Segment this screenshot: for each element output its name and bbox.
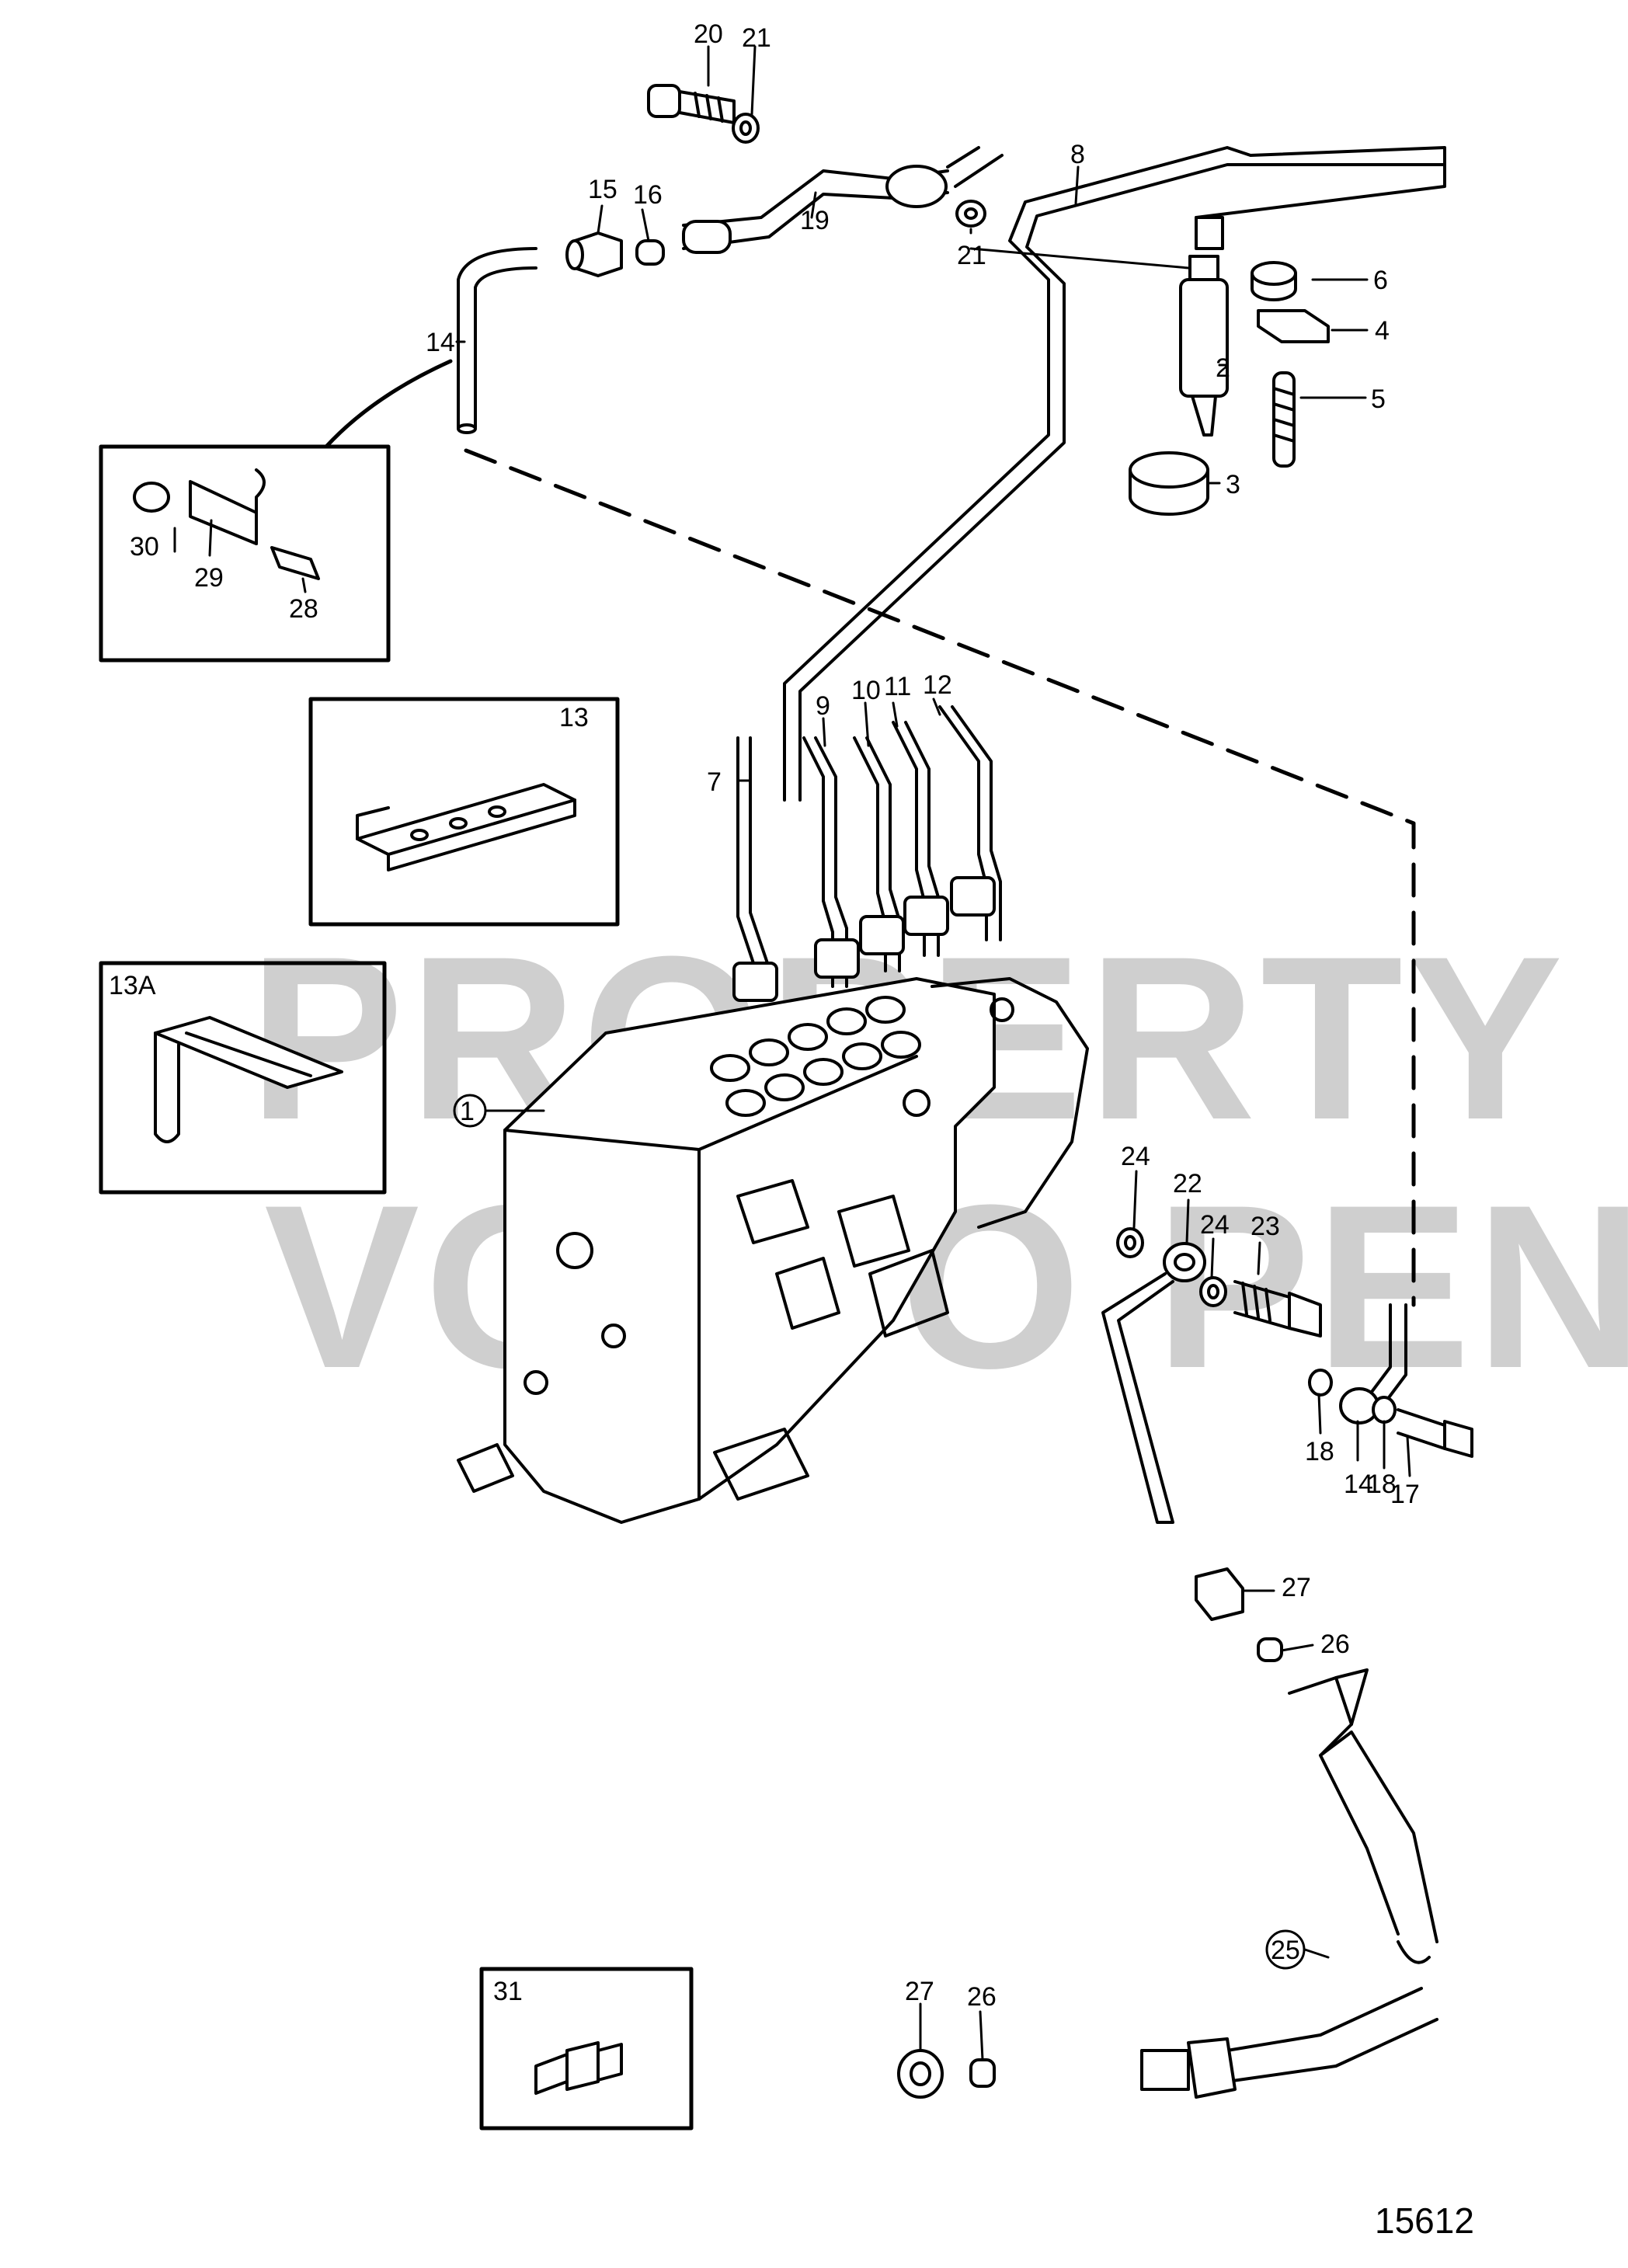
banjo-pipe-19: [682, 146, 1004, 254]
callout-24a: 24: [1121, 1142, 1150, 1171]
figure-number: 15612: [1375, 2200, 1474, 2241]
callout-17: 17: [1390, 1480, 1420, 1509]
washer-21-mid: [955, 200, 986, 228]
callout-14-top: 14: [426, 328, 455, 357]
callout-8: 8: [1070, 140, 1085, 169]
callout-25: 25: [1271, 1936, 1300, 1965]
bracket-13a: [154, 1016, 343, 1143]
inset-nipple-31: [479, 1967, 694, 2131]
inset-bracket-13a: [99, 961, 387, 1195]
callout-30: 30: [130, 532, 159, 562]
injection-pump-1: [457, 977, 1089, 1524]
injection-pipe-8: [783, 146, 1446, 802]
callout-27b: 27: [905, 1977, 934, 2006]
washer-21-top: [732, 113, 760, 144]
callout-18b: 18: [1367, 1470, 1397, 1499]
dashed-leader: [464, 448, 1416, 1307]
leak-off-pipe-14: [457, 247, 537, 434]
stud-5: [1272, 371, 1296, 468]
seal-3: [1129, 451, 1209, 516]
callout-27a: 27: [1282, 1573, 1311, 1602]
callout-15: 15: [588, 175, 617, 204]
callout-5: 5: [1371, 384, 1386, 414]
callout-2: 2: [1216, 353, 1230, 383]
callout-1: 1: [460, 1097, 475, 1126]
injector-2: [1179, 216, 1229, 437]
callout-28: 28: [289, 594, 318, 624]
nut-27a: [1195, 1567, 1244, 1621]
callout-29: 29: [194, 563, 224, 593]
callout-18a: 18: [1305, 1437, 1334, 1466]
nut-15: [565, 231, 623, 277]
injection-pipes-7-12: [732, 705, 1002, 1002]
bracket-13: [356, 783, 576, 871]
callout-labels: 1 2 3 4 5 6 7 8 9 10 11 12 13 13A 14 14 …: [109, 19, 1420, 2012]
callout-6: 6: [1373, 266, 1388, 295]
nut-6: [1251, 261, 1297, 301]
callout-20: 20: [694, 19, 723, 49]
inset-bracket-13: [308, 697, 620, 927]
callout-7: 7: [707, 767, 722, 797]
callout-4: 4: [1375, 316, 1390, 346]
olive-26a: [1257, 1637, 1283, 1662]
washer-18b: [1372, 1396, 1397, 1424]
callout-10: 10: [851, 676, 881, 705]
nipple-31: [534, 2041, 623, 2095]
clamp-4: [1257, 309, 1330, 343]
nut-27b: [897, 2049, 944, 2099]
inset-pointer: [324, 359, 453, 449]
callout-26b: 26: [967, 1982, 997, 2012]
callout-9: 9: [816, 691, 830, 721]
banjo-bolt-23: [1233, 1280, 1322, 1337]
callout-23: 23: [1251, 1212, 1280, 1241]
callout-leaders: [173, 45, 1411, 2061]
banjo-22: [1101, 1242, 1206, 1524]
inset-13-title: 13: [559, 703, 589, 732]
washer-24a: [1116, 1227, 1144, 1258]
clip-parts: [133, 468, 320, 580]
washer-24b: [1199, 1276, 1227, 1307]
callout-21-mid: 21: [957, 241, 986, 270]
callout-14-lower: 14: [1344, 1470, 1373, 1499]
washer-18a: [1308, 1369, 1333, 1397]
callout-16: 16: [633, 180, 663, 210]
inset-bracket-clip: [99, 444, 391, 663]
callout-26a: 26: [1320, 1630, 1350, 1659]
callout-22: 22: [1173, 1169, 1202, 1198]
callout-12: 12: [923, 670, 952, 700]
callout-21-top: 21: [742, 23, 771, 53]
callout-3: 3: [1226, 470, 1240, 499]
bolt-17: [1397, 1408, 1473, 1458]
inset-31-title: 31: [493, 1977, 523, 2006]
callout-24b: 24: [1200, 1210, 1230, 1240]
callout-1-circle: [453, 1094, 487, 1128]
olive-26b: [969, 2058, 996, 2088]
inset-13a-title: 13A: [109, 971, 156, 1000]
callout-19: 19: [800, 206, 830, 235]
olive-16: [635, 239, 665, 266]
callout-11: 11: [884, 672, 911, 701]
hose-25: [1140, 1668, 1438, 2099]
banjo-bolt-20: [647, 84, 736, 124]
callout-25-circle: [1265, 1929, 1306, 1970]
